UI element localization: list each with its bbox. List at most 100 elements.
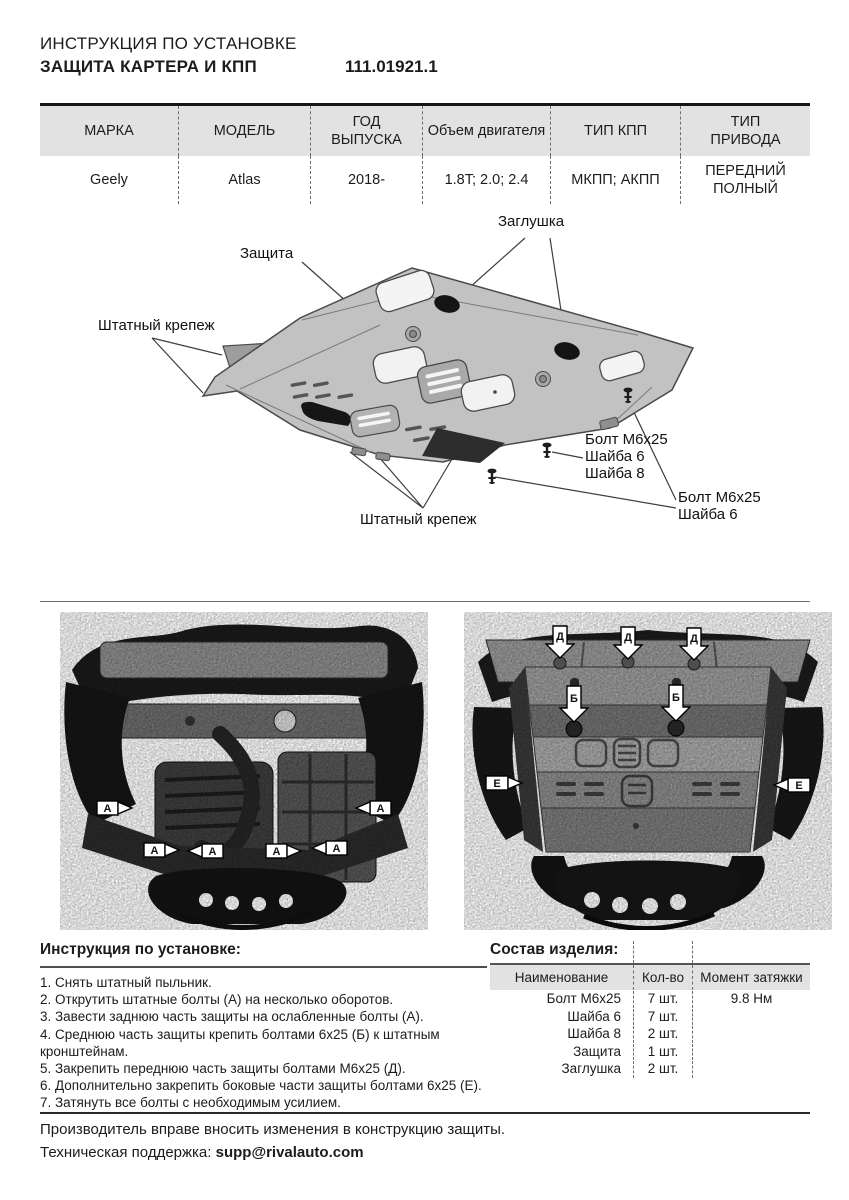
parts-title-spacer-1 (633, 941, 693, 963)
plug-2 (554, 342, 580, 360)
vehicle-gearbox: МКПП; АКПП (550, 156, 680, 204)
part-qty-3: 2 шт. (633, 1026, 693, 1043)
marker-e-left (485, 775, 524, 791)
vent-grille (416, 359, 472, 404)
plate-bolt-emblems (405, 326, 551, 387)
instruction-step-5: 5. Закрепить переднюю часть защиты болта… (40, 1061, 406, 1077)
parts-header-row: Наименование Кол-во Момент затяжки (490, 963, 810, 990)
part-qty-5: 2 шт. (633, 1061, 693, 1078)
svg-text:Д: Д (624, 632, 632, 644)
doc-subtitle: ИНСТРУКЦИЯ ПО УСТАНОВКЕ (40, 34, 297, 53)
svg-text:А: А (151, 845, 159, 857)
vehicle-table-header-row: МАРКА МОДЕЛЬ ГОД ВЫПУСКА Объем двигателя… (40, 106, 810, 156)
parts-header-torque: Момент затяжки (700, 970, 803, 985)
photo-underbody-installed-drawing: Д Д Д Б Б Е Е (464, 612, 832, 931)
photo-grain (60, 612, 428, 930)
label-bolt-washer: Болт М6х25 Шайба 6 (678, 489, 761, 523)
parts-row-4: Защита 1 шт. (490, 1043, 810, 1060)
footer-support-email: supp@rivalauto.com (215, 1144, 364, 1161)
parts-title: Состав изделия: (490, 941, 619, 958)
marker-d-3 (678, 627, 710, 661)
shield-diagram: Заглушка Защита Штатный крепеж Болт М6х2… (40, 205, 810, 565)
photo-underbody-installed: Д Д Д Б Б Е Е (464, 612, 832, 931)
marker-letters-right-photo: Д Д Д Б Б Е Е (493, 631, 802, 792)
marker-letters-a: А А А А А А (104, 803, 385, 858)
marker-a-bottom-1 (143, 842, 181, 858)
marker-a-bottom-2 (186, 843, 224, 859)
parts-row-1: Болт М6х25 7 шт. 9.8 Нм (490, 991, 810, 1008)
part-name-5: Заглушка (561, 1061, 621, 1076)
parts-title-spacer-2 (693, 941, 810, 963)
marker-d-1 (544, 625, 576, 659)
loose-bolts (487, 387, 633, 484)
marker-e-right (772, 777, 811, 793)
instruction-step-1: 1. Снять штатный пыльник. (40, 975, 212, 990)
vehicle-header-model: МОДЕЛЬ (178, 106, 310, 156)
marker-flags-e (485, 775, 811, 793)
marker-a-side-right (354, 800, 392, 816)
svg-text:Б: Б (570, 693, 578, 705)
vehicle-table: МАРКА МОДЕЛЬ ГОД ВЫПУСКА Объем двигателя… (40, 103, 810, 204)
marker-b-1 (558, 685, 590, 723)
instruction-step-4: 4. Среднюю часть защиты крепить болтами … (40, 1026, 440, 1059)
instruction-step-2: 2. Открутить штатные болты (А) на нескол… (40, 992, 394, 1008)
part-qty-1: 7 шт. (633, 991, 693, 1008)
instruction-step-6: 6. Дополнительно закрепить боковые части… (40, 1078, 482, 1094)
vehicle-header-gearbox: ТИП КПП (550, 106, 680, 156)
svg-text:А: А (273, 846, 281, 858)
marker-d-2 (612, 626, 644, 660)
label-shield: Защита (240, 245, 294, 262)
photo-underbody-stock-drawing: А А А А А А (60, 612, 428, 930)
tow-slot (301, 401, 351, 426)
vent-hole-2-pip (493, 390, 497, 394)
marker-a-side-left (96, 800, 134, 816)
vehicle-header-drive: ТИП ПРИВОДА (680, 106, 810, 156)
footer-support: Техническая поддержка: supp@rivalauto.co… (40, 1144, 364, 1161)
vent-hole-2 (460, 374, 516, 412)
parts-row-2: Шайба 6 7 шт. (490, 1008, 810, 1025)
parts-header-qty: Кол-во (633, 965, 693, 990)
vent-hole-1 (372, 346, 428, 384)
part-name-4: Защита (573, 1043, 621, 1059)
svg-text:Д: Д (556, 631, 564, 643)
instruction-step-3: 3. Завести заднюю часть защиты на ослабл… (40, 1009, 424, 1025)
label-factory-mount-left: Штатный крепеж (98, 317, 215, 334)
vehicle-year: 2018- (310, 156, 422, 204)
section-divider (40, 601, 810, 602)
plug-1 (434, 295, 460, 313)
svg-text:Е: Е (493, 778, 500, 790)
parts-header-name: Наименование (514, 970, 609, 985)
photo-underbody-stock: А А А А А А (60, 612, 428, 930)
mount-tabs (351, 416, 620, 462)
label-bolt-washer-set: Болт М6х25 Шайба 6 Шайба 8 (585, 431, 668, 482)
photo-grain (464, 612, 832, 930)
part-name-1: Болт М6х25 (546, 991, 621, 1006)
part-number: 111.01921.1 (345, 57, 438, 76)
marker-a-bottom-3 (265, 843, 303, 859)
lower-vent (349, 404, 401, 438)
label-factory-mount-bottom: Штатный крепеж (360, 511, 477, 528)
instructions-title: Инструкция по установке: (40, 941, 241, 958)
svg-text:Д: Д (690, 633, 698, 645)
footer-divider (40, 1112, 810, 1114)
footer-support-label: Техническая поддержка: (40, 1144, 216, 1161)
vehicle-header-year: ГОД ВЫПУСКА (310, 106, 422, 156)
marker-b-2 (660, 684, 692, 722)
instructions-rule (40, 966, 487, 968)
parts-row-3: Шайба 8 2 шт. (490, 1026, 810, 1043)
vehicle-engine: 1.8T; 2.0; 2.4 (422, 156, 550, 204)
footer-disclaimer: Производитель вправе вносить изменения в… (40, 1121, 506, 1138)
plate-hole-right (599, 350, 645, 382)
vehicle-table-row: Geely Atlas 2018- 1.8T; 2.0; 2.4 МКПП; А… (40, 156, 810, 204)
vehicle-model: Atlas (178, 156, 310, 204)
marker-a-bottom-4 (310, 840, 348, 856)
vehicle-header-brand: МАРКА (40, 106, 178, 156)
shield-diagram-drawing (151, 237, 695, 509)
parts-section: Состав изделия: Наименование Кол-во Моме… (490, 941, 810, 1078)
part-qty-2: 7 шт. (633, 1008, 693, 1025)
parts-row-5: Заглушка 2 шт. (490, 1061, 810, 1078)
svg-text:А: А (209, 846, 217, 858)
vehicle-header-engine: Объем двигателя (422, 106, 550, 156)
vehicle-drive: ПЕРЕДНИЙ ПОЛНЫЙ (680, 156, 810, 204)
